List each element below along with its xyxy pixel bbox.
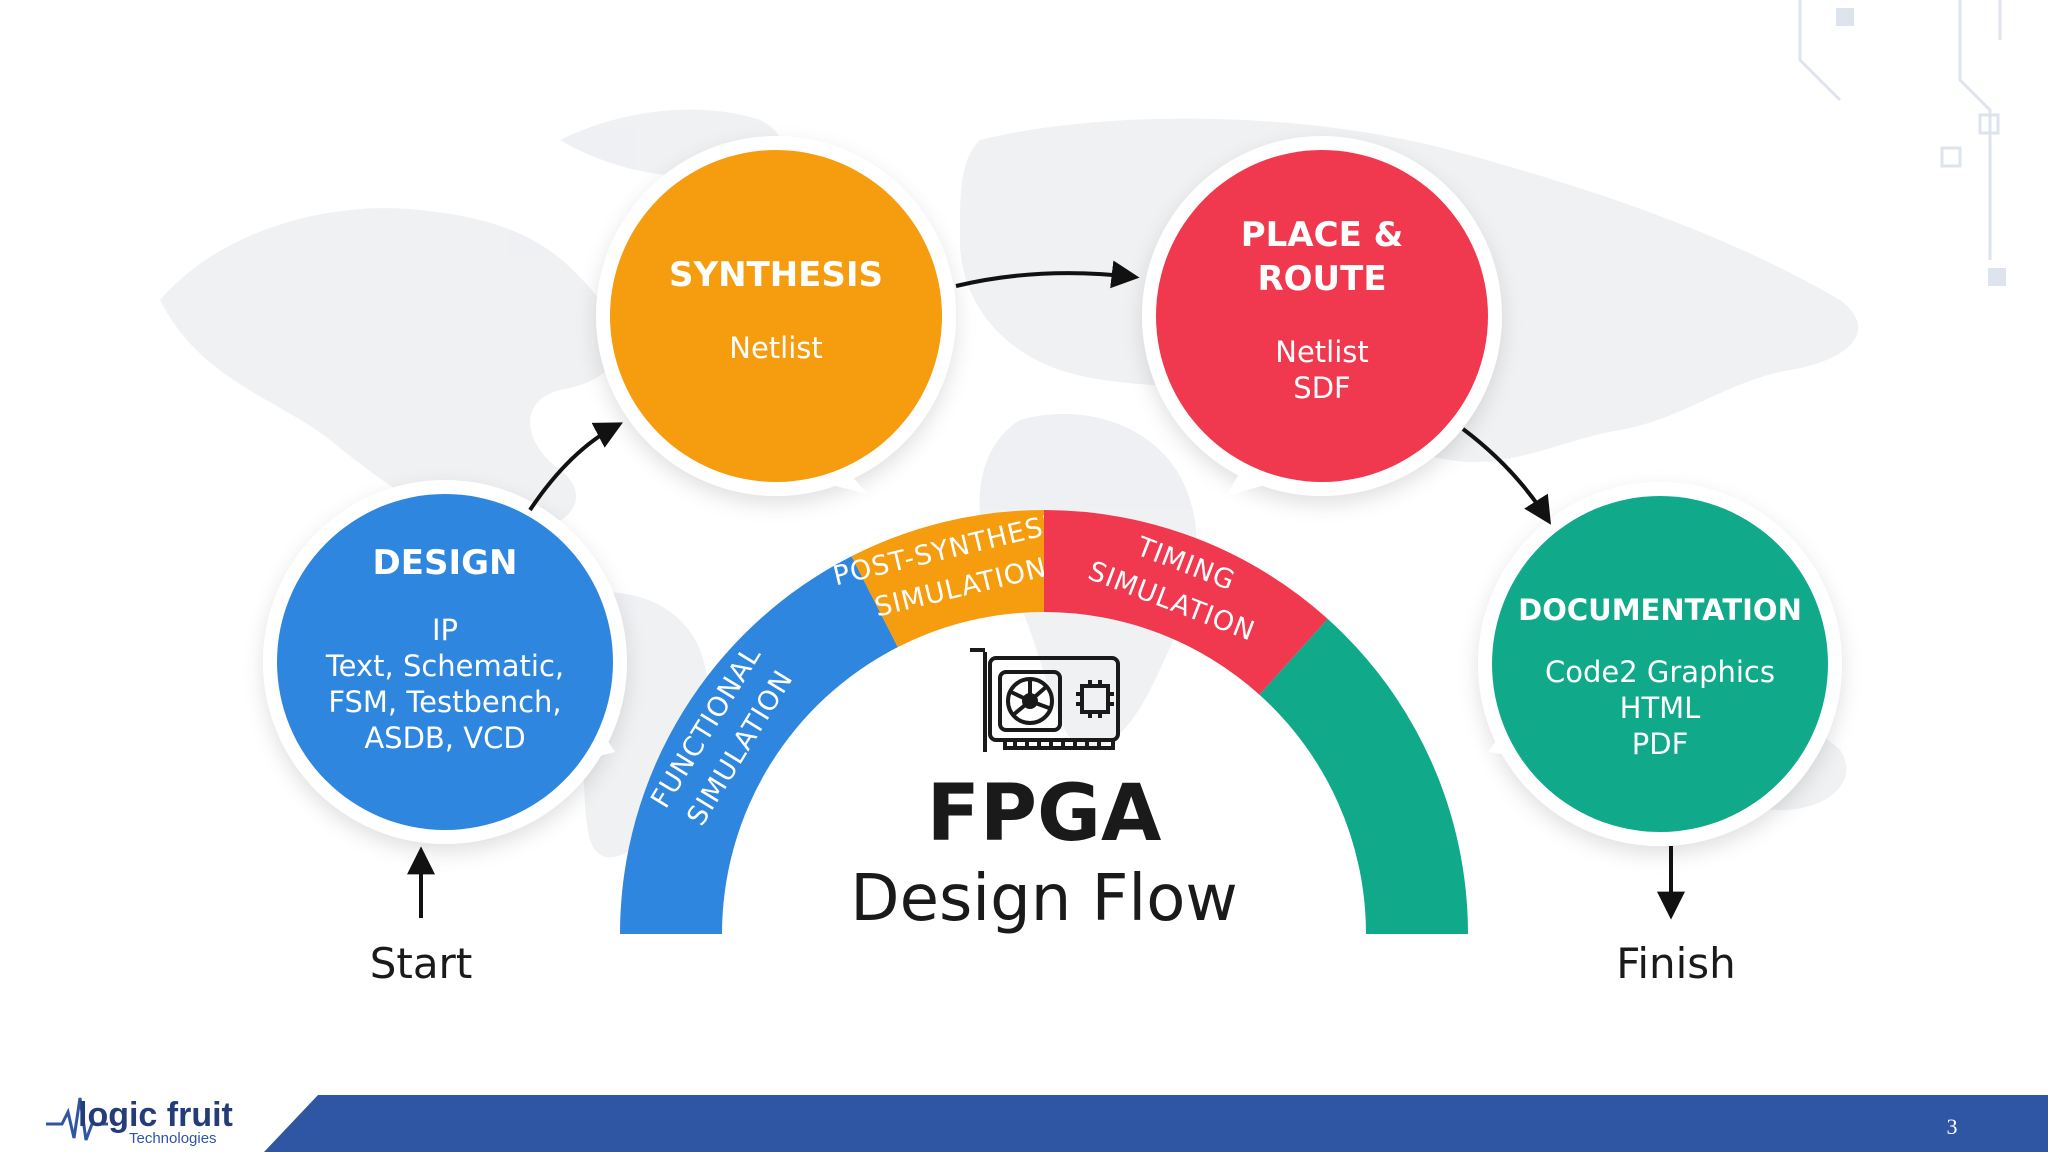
node-detail-line: ASDB, VCD bbox=[364, 721, 525, 755]
node-detail-line: PDF bbox=[1632, 727, 1689, 761]
flow-arrows bbox=[407, 260, 1685, 920]
logo-sub: Technologies bbox=[129, 1130, 217, 1147]
flow-node-1: SYNTHESIS Netlist bbox=[596, 136, 956, 496]
node-title: ROUTE bbox=[1257, 259, 1386, 299]
arc-segment-1 bbox=[851, 510, 1044, 648]
node-title: DESIGN bbox=[373, 543, 518, 583]
diagram-title-sub: Design Flow bbox=[850, 862, 1237, 936]
finish-label: Finish bbox=[1616, 939, 1736, 988]
node-detail-line: Netlist bbox=[729, 331, 823, 365]
fpga-board-icon bbox=[970, 648, 1120, 752]
circuit-decoration bbox=[1798, 0, 2006, 286]
node-detail-line: FSM, Testbench, bbox=[328, 685, 561, 719]
node-title: PLACE & bbox=[1241, 215, 1404, 255]
arc-segment-0 bbox=[620, 556, 898, 934]
node-title: SYNTHESIS bbox=[669, 255, 883, 295]
node-detail-line: Text, Schematic, bbox=[325, 649, 564, 683]
node-detail-line: IP bbox=[432, 613, 458, 647]
arc-segment-3 bbox=[1259, 618, 1468, 934]
node-detail-line: Netlist bbox=[1275, 335, 1369, 369]
diagram-title-main: FPGA bbox=[927, 769, 1162, 859]
node-detail-line: Code2 Graphics bbox=[1545, 655, 1775, 689]
arrow-place-route-to-documentation bbox=[1461, 427, 1552, 525]
node-title: DOCUMENTATION bbox=[1518, 593, 1802, 627]
footer: logic fruit Technologies 3 bbox=[46, 1095, 2048, 1152]
node-detail-line: SDF bbox=[1293, 371, 1350, 405]
node-bubble bbox=[277, 494, 613, 830]
start-label: Start bbox=[370, 939, 473, 988]
node-bubble bbox=[1492, 496, 1828, 832]
logo-name: logic fruit bbox=[78, 1096, 233, 1134]
node-bubble bbox=[1156, 150, 1488, 482]
arrow-design-to-synthesis bbox=[528, 422, 623, 512]
arc-segment-2 bbox=[1044, 510, 1328, 695]
footer-bar bbox=[264, 1095, 2048, 1152]
page-number: 3 bbox=[1947, 1114, 1958, 1139]
arrow-synthesis-to-place-route bbox=[955, 260, 1140, 289]
node-bubble bbox=[610, 150, 942, 482]
logo-pulse-icon bbox=[46, 1097, 108, 1141]
node-detail-line: HTML bbox=[1620, 691, 1701, 725]
